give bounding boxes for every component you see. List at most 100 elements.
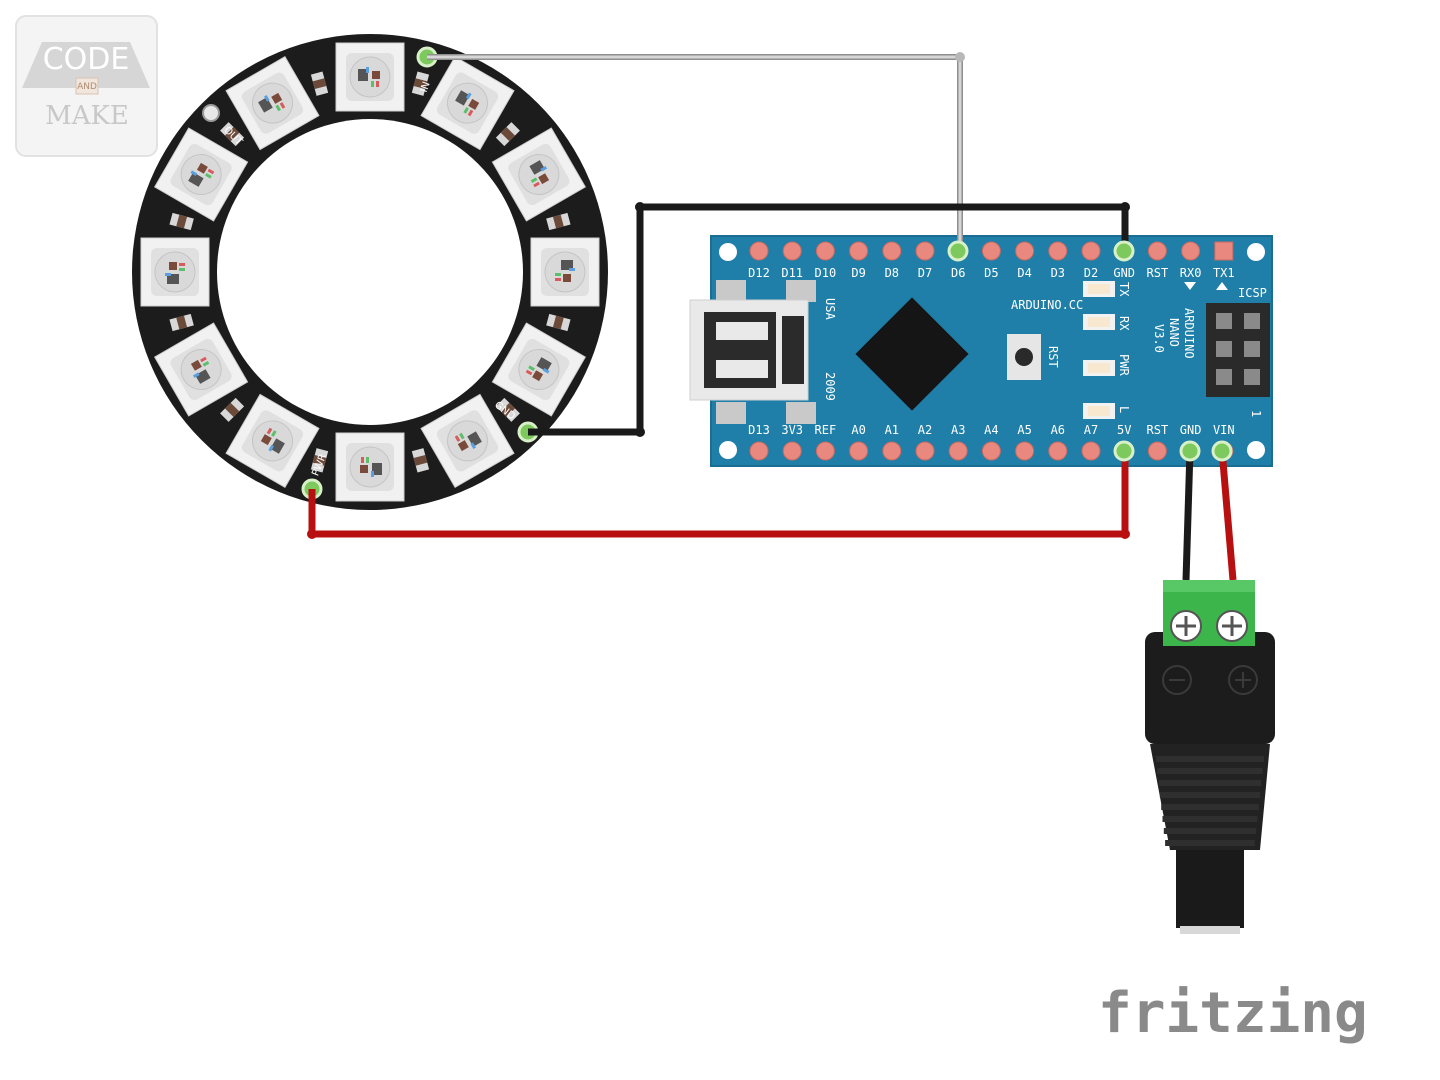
pin-d12[interactable] <box>749 241 769 261</box>
usb-text-2009: 2009 <box>823 372 837 401</box>
pin-label: GND <box>1180 423 1202 437</box>
wire-joint <box>635 202 645 212</box>
pin-d11[interactable] <box>782 241 802 261</box>
wire-joint <box>635 427 645 437</box>
mini-usb-connector[interactable] <box>689 280 816 424</box>
pin-label: 5V <box>1117 423 1131 437</box>
pin-label: D12 <box>748 266 770 280</box>
ring-capacitor <box>546 212 571 231</box>
ring-led <box>153 322 249 417</box>
wire-jack-plus[interactable] <box>1218 449 1237 581</box>
led-label-l: L <box>1117 406 1131 413</box>
pin-label: D5 <box>984 266 998 280</box>
ring-capacitor <box>310 448 329 473</box>
code-and-make-logo: CODE AND MAKE <box>15 15 158 157</box>
icsp-header[interactable] <box>1206 303 1270 397</box>
pin-a0[interactable] <box>849 441 869 461</box>
pin-a6[interactable] <box>1048 441 1068 461</box>
pin-a4[interactable] <box>981 441 1001 461</box>
pin-ref[interactable] <box>815 441 835 461</box>
icsp-pin1-mark: 1 <box>1249 410 1263 417</box>
ring-label-in: IN <box>419 80 433 94</box>
ring-capacitor <box>220 397 245 422</box>
pin-rst[interactable] <box>1147 241 1167 261</box>
ring-led <box>153 127 249 222</box>
wire-jack-minus[interactable] <box>1182 449 1194 581</box>
jack-rib <box>1163 828 1257 834</box>
icsp-pin <box>1216 369 1232 385</box>
led-label-rx: RX <box>1117 316 1131 331</box>
pin-label: D11 <box>781 266 803 280</box>
pin-d10[interactable] <box>815 241 835 261</box>
ring-pad-out[interactable] <box>202 104 220 122</box>
pin-label: D6 <box>951 266 965 280</box>
ring-led <box>335 42 405 112</box>
pin-label: RST <box>1147 266 1169 280</box>
pin-gnd-top-active[interactable] <box>1113 240 1135 262</box>
pin-label: D3 <box>1051 266 1065 280</box>
ring-led-group <box>140 42 600 502</box>
logo-code-text: CODE <box>43 42 130 77</box>
jack-rib <box>1161 804 1259 810</box>
icsp-pin <box>1244 341 1260 357</box>
pin-a5[interactable] <box>1015 441 1035 461</box>
wire-joint <box>955 52 965 62</box>
ring-capacitor <box>310 71 329 96</box>
ring-led <box>420 393 515 489</box>
ring-led <box>420 55 515 151</box>
pin-label: D13 <box>748 423 770 437</box>
pin-a1[interactable] <box>882 441 902 461</box>
pin-d13[interactable] <box>749 441 769 461</box>
pin-d3[interactable] <box>1048 241 1068 261</box>
jack-rib <box>1158 780 1262 786</box>
pin-d8[interactable] <box>882 241 902 261</box>
usb-text-usa: USA <box>823 298 837 320</box>
pin-a7[interactable] <box>1081 441 1101 461</box>
arduino-cc-label: ARDUINO.CC <box>1011 298 1083 312</box>
pin-gnd-bottom-active[interactable] <box>1179 440 1201 462</box>
ring-led <box>225 393 320 489</box>
ring-led <box>225 55 320 151</box>
active-pins <box>947 240 1233 462</box>
rx-arrow-icon <box>1184 282 1196 290</box>
pin-rst[interactable] <box>1147 441 1167 461</box>
pin-d6-active[interactable] <box>947 240 969 262</box>
icsp-pin <box>1216 341 1232 357</box>
pin-vin-active[interactable] <box>1211 440 1233 462</box>
ring-capacitor <box>411 71 430 96</box>
pin-d5[interactable] <box>981 241 1001 261</box>
icsp-pin <box>1216 313 1232 329</box>
jack-rib <box>1162 816 1258 822</box>
pin-label: D7 <box>918 266 932 280</box>
pin-label: D9 <box>851 266 865 280</box>
pin-5v-active[interactable] <box>1113 440 1135 462</box>
pin-label: A5 <box>1017 423 1031 437</box>
pin-d9[interactable] <box>849 241 869 261</box>
pin-label: VIN <box>1213 423 1235 437</box>
pin-label: D4 <box>1017 266 1031 280</box>
pin-3v3[interactable] <box>782 441 802 461</box>
wire-ring-pwr[interactable] <box>308 450 1129 538</box>
pin-d4[interactable] <box>1015 241 1035 261</box>
board-name-line2: NANO <box>1167 318 1181 347</box>
pin-label: A0 <box>851 423 865 437</box>
ring-led <box>140 237 210 307</box>
jack-rib <box>1165 840 1255 846</box>
pin-label: A2 <box>918 423 932 437</box>
pin-tx1[interactable] <box>1214 241 1234 261</box>
ring-capacitor <box>411 448 430 473</box>
ring-led <box>335 432 405 502</box>
pin-a3[interactable] <box>948 441 968 461</box>
ring-capacitor <box>495 122 520 147</box>
ring-capacitor <box>495 397 520 422</box>
pin-rx0[interactable] <box>1181 241 1201 261</box>
pin-d7[interactable] <box>915 241 935 261</box>
pin-label: A3 <box>951 423 965 437</box>
pin-d2[interactable] <box>1081 241 1101 261</box>
jack-rib <box>1157 768 1263 774</box>
wire-joint <box>1120 202 1130 212</box>
pin-label: D10 <box>815 266 837 280</box>
pin-a2[interactable] <box>915 441 935 461</box>
reset-button[interactable] <box>1007 334 1041 380</box>
